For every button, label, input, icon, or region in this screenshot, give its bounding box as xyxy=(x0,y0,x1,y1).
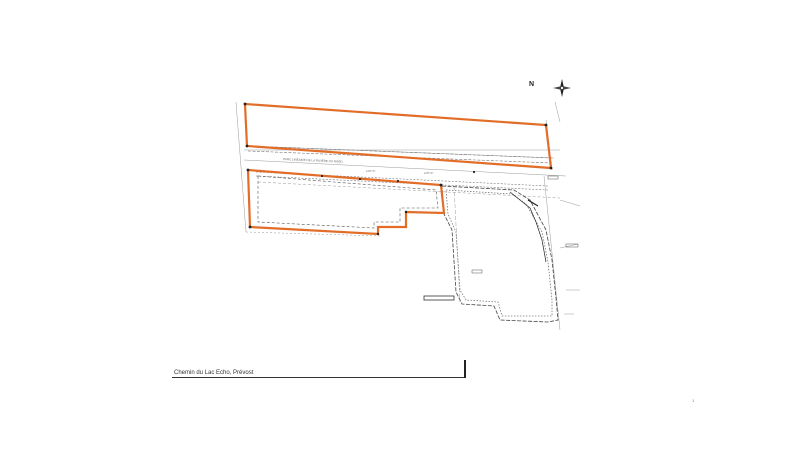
parcel-boundary-main xyxy=(246,168,446,236)
north-label: N xyxy=(529,81,534,88)
survey-markers xyxy=(243,102,553,236)
hatched-strip xyxy=(247,145,553,191)
plan-annotations: PARC LINÉAIRE DE LA RIVIÈRE DU NORD LOT … xyxy=(283,156,434,175)
adjacent-parcel xyxy=(441,185,559,323)
caption-tick xyxy=(464,360,466,378)
park-label: PARC LINÉAIRE DE LA RIVIÈRE DU NORD xyxy=(283,156,344,164)
label-box xyxy=(565,243,579,248)
north-arrow-icon xyxy=(553,79,571,97)
page-number: 1 xyxy=(692,398,695,403)
survey-lines xyxy=(235,101,581,331)
label-box xyxy=(423,295,455,301)
lot-label: LOT P- xyxy=(424,171,434,175)
label-box xyxy=(471,269,483,274)
lot-label: LOT P- xyxy=(366,169,376,173)
plan-caption: Chemin du Lac Echo, Prévost xyxy=(174,370,254,376)
setback-line xyxy=(257,175,439,229)
caption-rule xyxy=(172,377,464,378)
plan-caption-bar: Chemin du Lac Echo, Prévost xyxy=(172,360,466,378)
label-box xyxy=(547,175,559,180)
